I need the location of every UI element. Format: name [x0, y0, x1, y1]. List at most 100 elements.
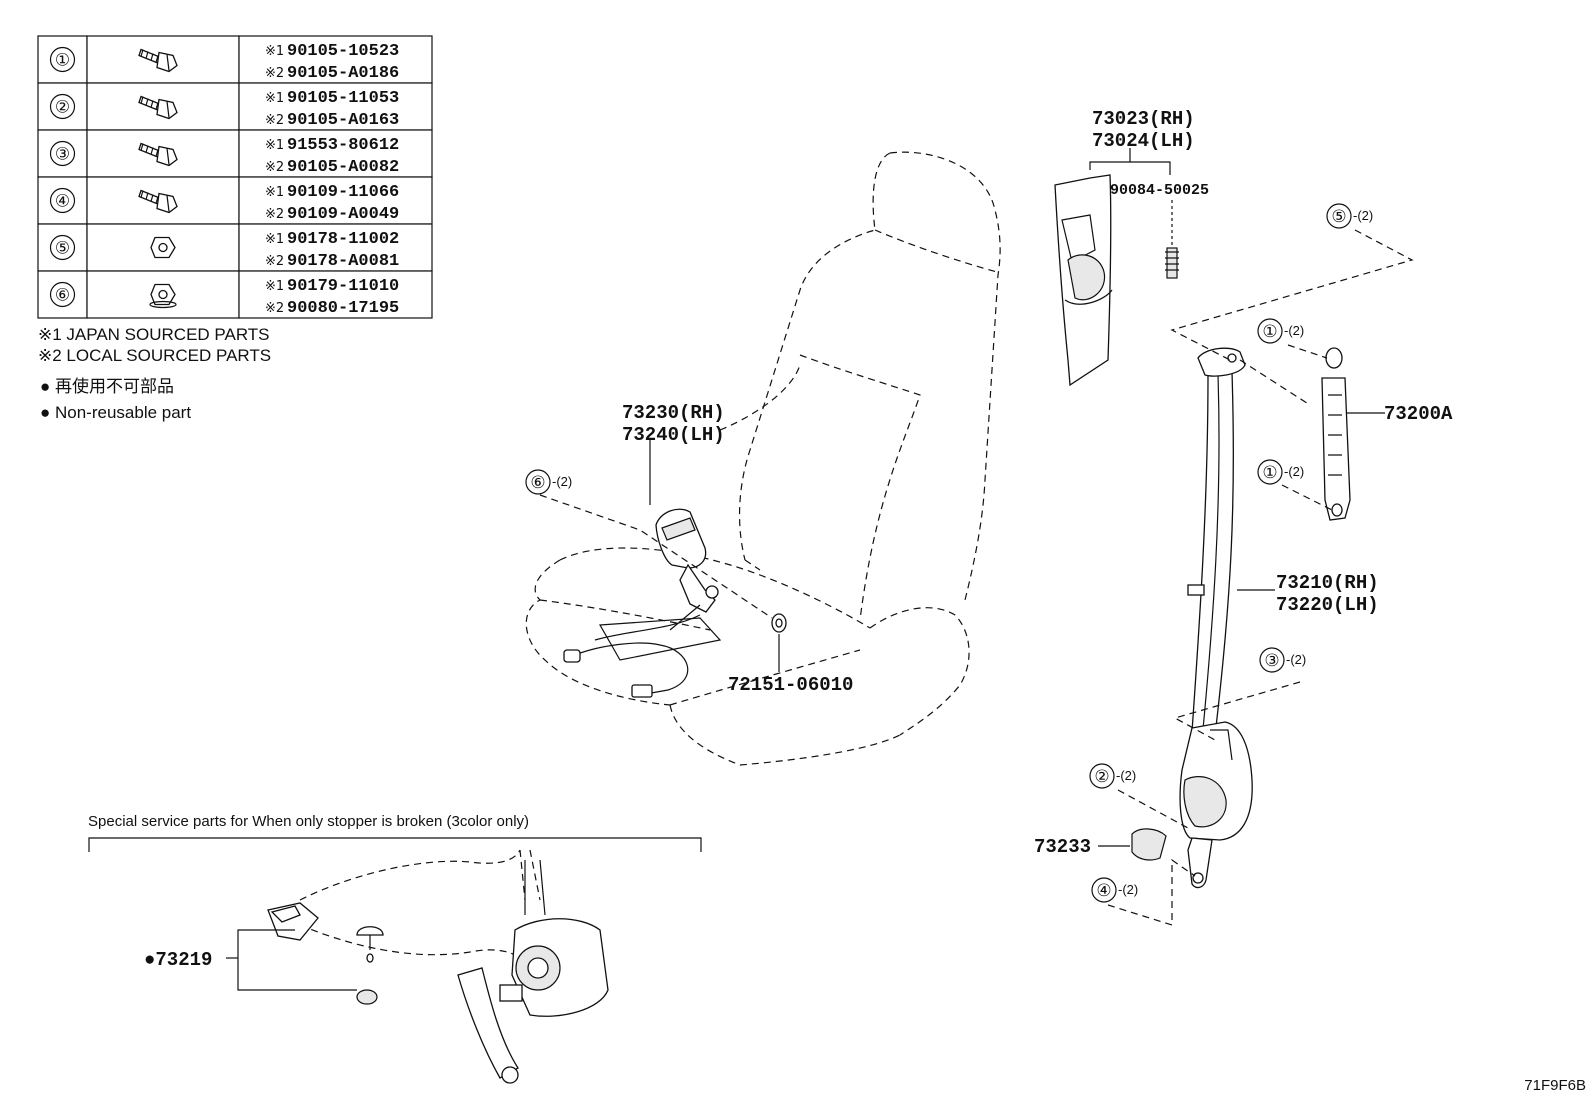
adjuster-top-bolt-hole: [1325, 347, 1343, 369]
callout-2: ② -(2): [1089, 763, 1189, 829]
adjuster-bottom-bolt-hole: [1331, 503, 1343, 517]
stopper-button-bottom: [356, 989, 378, 1005]
harness-connector-2: [631, 684, 653, 698]
buckle-anchor-hole: [705, 585, 719, 599]
stopper-detail: [267, 849, 609, 1084]
local-part-number: 90105-A0186: [287, 64, 399, 83]
callout-3-qty: -(2): [1286, 652, 1306, 667]
special-service-title: Special service parts for When only stop…: [88, 813, 529, 830]
callout-5-qty: -(2): [1353, 208, 1373, 223]
lower-anchor-hole: [1192, 872, 1204, 884]
belt-rh-label: 73210(RH): [1276, 572, 1379, 594]
detail-lower-webbing: [457, 967, 519, 1079]
buckle-stalk: [679, 563, 716, 613]
clip-part: [1165, 247, 1179, 279]
callout-1-lower-dashed-line: [1281, 484, 1333, 511]
callout-6-number: ⑥: [530, 473, 545, 492]
fastener-num-circle: [49, 281, 76, 308]
cushion-rear-seam: [669, 649, 861, 706]
japan-source-mark: ※1: [265, 279, 284, 294]
callout-4-number: ④: [1096, 881, 1111, 900]
fastener-part-cell: [238, 176, 433, 225]
callout-1-upper-circle: [1257, 318, 1283, 344]
retractor-cover-part: [1131, 828, 1167, 861]
pillar-lh-label: 73024(LH): [1092, 130, 1195, 152]
pillar-rh-label: 73023(RH): [1092, 108, 1195, 130]
buckle-cable: [669, 604, 701, 631]
local-source-mark: ※2: [265, 254, 284, 269]
harness-wire: [574, 642, 689, 696]
callout-2-qty: -(2): [1116, 768, 1136, 783]
detail-webbing-top: [299, 849, 521, 901]
bolt-icon: [138, 48, 178, 73]
fastener-num-circle: [49, 234, 76, 261]
fastener-num-circle: [49, 187, 76, 214]
local-part-number: 90105-A0163: [287, 111, 399, 130]
washer-label: 72151-06010: [728, 674, 853, 696]
seat-back-outline-left: [738, 152, 891, 561]
buckle-lh-label: 73240(LH): [622, 424, 725, 446]
bolt-icon: [138, 95, 178, 120]
adjuster-label: 73200A: [1384, 403, 1453, 425]
cushion-side-bolster: [869, 607, 970, 736]
pillar-bracket-line: [1089, 161, 1171, 175]
legend-nonreusable-jp: ● 再使用不可部品: [40, 376, 174, 396]
seat-belt-assembly: [1179, 347, 1253, 889]
callout-1-lower-qty: -(2): [1284, 464, 1304, 479]
japan-source-mark: ※1: [265, 91, 284, 106]
japan-source-mark: ※1: [265, 232, 284, 247]
callout-3-circle: [1259, 647, 1285, 673]
callout-2-circle: [1089, 763, 1115, 789]
clip-body: [1166, 247, 1178, 279]
local-source-mark: ※2: [265, 207, 284, 222]
callout-1-upper-number: ①: [1262, 322, 1277, 341]
clip-label: 90084-50025: [1110, 182, 1209, 199]
callout-6-qty: -(2): [552, 474, 572, 489]
callout-5-circle: [1326, 203, 1352, 229]
callout-3: ③ -(2): [1173, 647, 1306, 741]
adjuster-to-anchor-dashed-line: [1239, 359, 1311, 406]
pillar-garnish-slot: [1061, 214, 1096, 263]
detail-retractor-hub: [527, 957, 549, 979]
buckle-release-button: [661, 517, 696, 541]
figure-id: 71F9F6B: [1524, 1077, 1586, 1094]
nut-icon: [150, 236, 176, 259]
callout-6: ⑥ -(2): [525, 469, 773, 619]
detail-lower-anchor: [501, 1066, 519, 1084]
callout-5: ⑤ -(2): [1170, 203, 1414, 361]
height-adjuster: [1321, 347, 1351, 521]
callout-5-number: ⑤: [1331, 207, 1346, 226]
stopper-label: ●73219: [144, 949, 212, 971]
japan-part-number: 90178-11002: [287, 230, 399, 249]
legend-japan-sourced: ※1 JAPAN SOURCED PARTS: [38, 325, 270, 344]
washer-hole: [775, 618, 783, 628]
fastener-num-circle: [49, 46, 76, 73]
cushion-top-edge: [559, 547, 871, 629]
pillar-garnish-guide: [1067, 254, 1106, 301]
shoulder-bolt-icon: [138, 189, 178, 214]
fastener-part-cell: [238, 35, 433, 84]
detail-tongue-slot: [270, 905, 301, 923]
detail-upper-webbing: [524, 859, 546, 916]
detail-retractor-latch: [499, 984, 523, 1002]
callout-6-circle: [525, 469, 551, 495]
legend-nonreusable-en: ● Non-reusable part: [40, 403, 191, 422]
callout-1-upper: ① -(2): [1239, 318, 1328, 406]
callout-1-lower-number: ①: [1262, 463, 1277, 482]
special-service-bracket: [88, 837, 702, 852]
pillar-garnish-lip: [1064, 289, 1113, 305]
callout-4-qty: -(2): [1118, 882, 1138, 897]
fastener-num: ②: [55, 98, 70, 117]
stopper-bracket-line: [237, 929, 357, 991]
japan-part-number: 90105-11053: [287, 89, 399, 108]
stopper-button-top: [356, 926, 384, 936]
detail-webbing-bottom: [299, 924, 516, 956]
local-source-mark: ※2: [265, 301, 284, 316]
buckle-assembly: [655, 508, 719, 631]
